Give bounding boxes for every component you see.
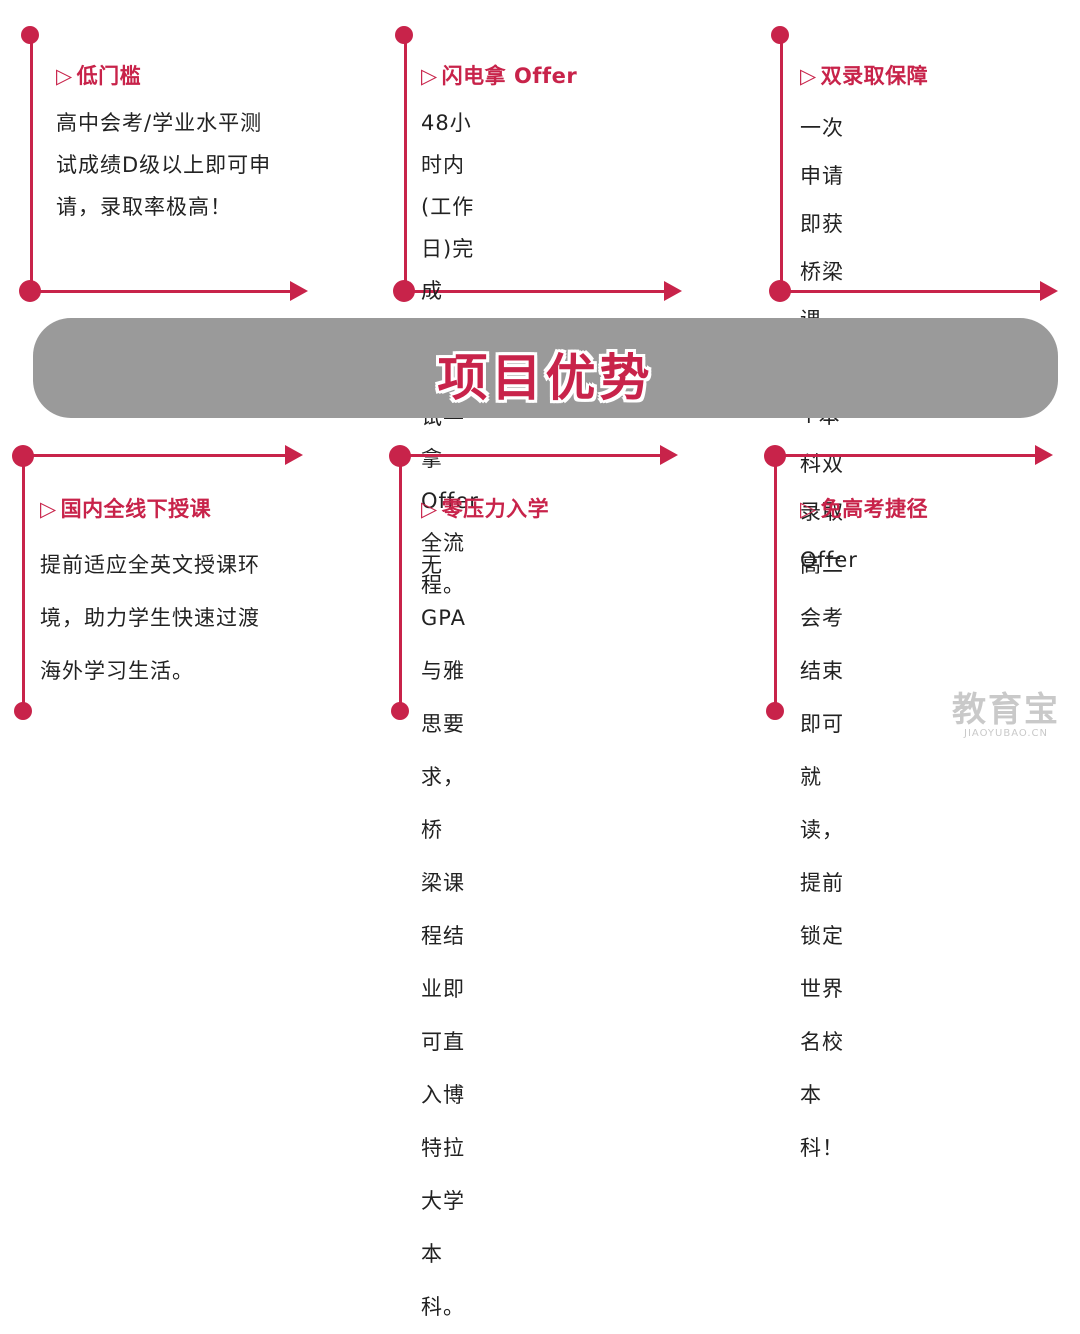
card-body: 无GPA与雅思要求，桥 梁课程结业即可直入博 特拉大学本科。 [421,553,466,1319]
timeline-horizontal-line [23,454,287,457]
timeline-vertical-line [399,456,402,710]
timeline-vertical-line [404,34,407,291]
timeline-horizontal-line [30,290,292,293]
arrow-right-icon [290,281,308,301]
timeline-dot-top [771,26,789,44]
timeline-vertical-line [22,456,25,710]
card-title: ▷国内全线下授课 [40,497,212,521]
center-band: 项目优势 [33,318,1058,418]
card-body: 高二会考结束即可就读， 提前锁定世界名校本科！ [800,553,844,1160]
center-title: 项目优势 [437,349,654,407]
card-body: 提前适应全英文授课环 境，助力学生快速过渡 海外学习生活。 [40,553,260,683]
arrow-right-icon [1035,445,1053,465]
card-title: ▷免高考捷径 [800,497,929,521]
timeline-horizontal-line [404,290,666,293]
arrow-right-icon [285,445,303,465]
timeline-dot-top [21,26,39,44]
timeline-vertical-line [30,34,33,291]
timeline-vertical-line [774,456,777,710]
timeline-dot-bottom [766,702,784,720]
watermark-logo: 教育宝 JIAOYUBAO.CN [952,692,1060,739]
card-body: 高中会考/学业水平测 试成绩D级以上即可申 请，录取率极高！ [56,111,272,219]
watermark-cn: 教育宝 [952,690,1060,730]
watermark-en: JIAOYUBAO.CN [964,728,1048,739]
timeline-dot-bottom [14,702,32,720]
play-triangle-icon: ▷ [421,64,438,88]
card-title: ▷双录取保障 [800,64,929,88]
play-triangle-icon: ▷ [800,64,817,88]
play-triangle-icon: ▷ [40,497,57,521]
play-triangle-icon: ▷ [421,497,438,521]
timeline-horizontal-line [780,290,1042,293]
card-title: ▷闪电拿 Offer [421,64,578,88]
arrow-right-icon [1040,281,1058,301]
timeline-dot-top [395,26,413,44]
play-triangle-icon: ▷ [56,64,73,88]
timeline-vertical-line [780,34,783,291]
timeline-horizontal-line [400,454,662,457]
arrow-right-icon [660,445,678,465]
card-title: ▷低门槛 [56,64,142,88]
timeline-dot-bottom [391,702,409,720]
card-title: ▷零压力入学 [421,497,550,521]
timeline-horizontal-line [775,454,1037,457]
arrow-right-icon [664,281,682,301]
play-triangle-icon: ▷ [800,497,817,521]
